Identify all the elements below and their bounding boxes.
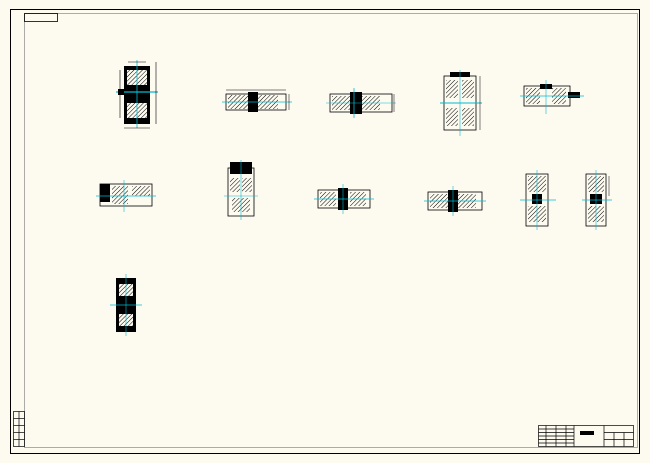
part-8: [314, 184, 374, 214]
part-7: [224, 160, 258, 220]
part-1: [116, 60, 158, 129]
revision-column: [13, 411, 25, 447]
part-9: [424, 186, 486, 216]
part-11: [582, 170, 612, 230]
inner-border: [24, 13, 638, 448]
part-2: [222, 89, 292, 112]
part-6: [96, 180, 156, 212]
part-13: [110, 274, 142, 336]
part-4: [440, 70, 482, 136]
part-10: [520, 170, 556, 230]
part-3: [326, 88, 396, 118]
title-block: [538, 425, 634, 447]
part-5: [520, 80, 584, 114]
outer-border: [10, 9, 640, 454]
top-left-label-box: [24, 13, 58, 22]
